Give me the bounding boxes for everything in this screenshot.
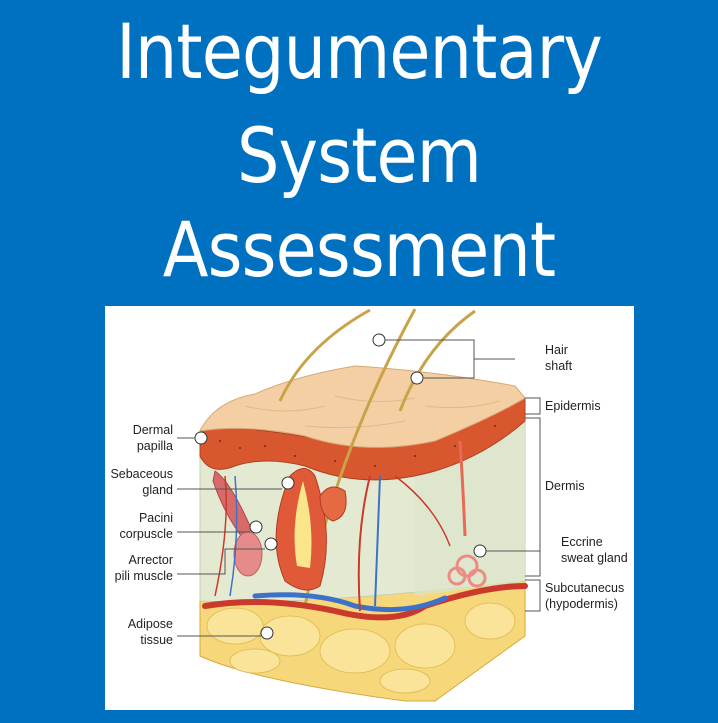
label-line: tissue bbox=[140, 633, 173, 647]
label-subcutaneous-hypodermis: Subcutanecus (hypodermis) bbox=[545, 580, 624, 612]
label-dermal-papilla: Dermal papilla bbox=[105, 422, 173, 454]
skin-diagram-illustration bbox=[177, 308, 541, 702]
label-line: sweat gland bbox=[561, 551, 628, 565]
label-epidermis: Epidermis bbox=[545, 398, 601, 414]
label-hair-shaft: Hair shaft bbox=[545, 342, 572, 374]
label-line: (hypodermis) bbox=[545, 597, 618, 611]
label-line: gland bbox=[142, 483, 173, 497]
label-arrector-pili-muscle: Arrector pili muscle bbox=[105, 552, 173, 584]
label-line: Subcutanecus bbox=[545, 581, 625, 595]
label-line: shaft bbox=[545, 359, 573, 373]
diagram-panel: Dermal papilla Sebaceous gland Pacini co… bbox=[105, 306, 634, 710]
label-line: Eccrine bbox=[561, 535, 603, 549]
label-line: corpuscle bbox=[119, 527, 174, 541]
label-sebaceous-gland: Sebaceous gland bbox=[105, 466, 173, 498]
label-line: Dermal bbox=[132, 423, 173, 437]
label-dermis: Dermis bbox=[545, 478, 585, 494]
label-adipose-tissue: Adipose tissue bbox=[105, 616, 173, 648]
label-line: Dermis bbox=[545, 479, 585, 493]
title-line-2: System bbox=[236, 111, 482, 200]
label-line: Epidermis bbox=[545, 399, 601, 413]
label-pacini-corpuscle: Pacini corpuscle bbox=[105, 510, 174, 542]
label-line: Arrector bbox=[128, 553, 173, 567]
label-eccrine-sweat-gland: Eccrine sweat gland bbox=[561, 534, 628, 566]
label-line: Pacini bbox=[138, 511, 173, 525]
label-line: Adipose bbox=[127, 617, 173, 631]
label-line: Sebaceous bbox=[110, 467, 173, 481]
label-line: papilla bbox=[136, 439, 173, 453]
title-line-3: Assessment bbox=[162, 205, 556, 294]
title-line-1: Integumentary bbox=[116, 7, 603, 96]
label-line: pili muscle bbox=[114, 569, 173, 583]
label-line: Hair bbox=[545, 343, 568, 357]
